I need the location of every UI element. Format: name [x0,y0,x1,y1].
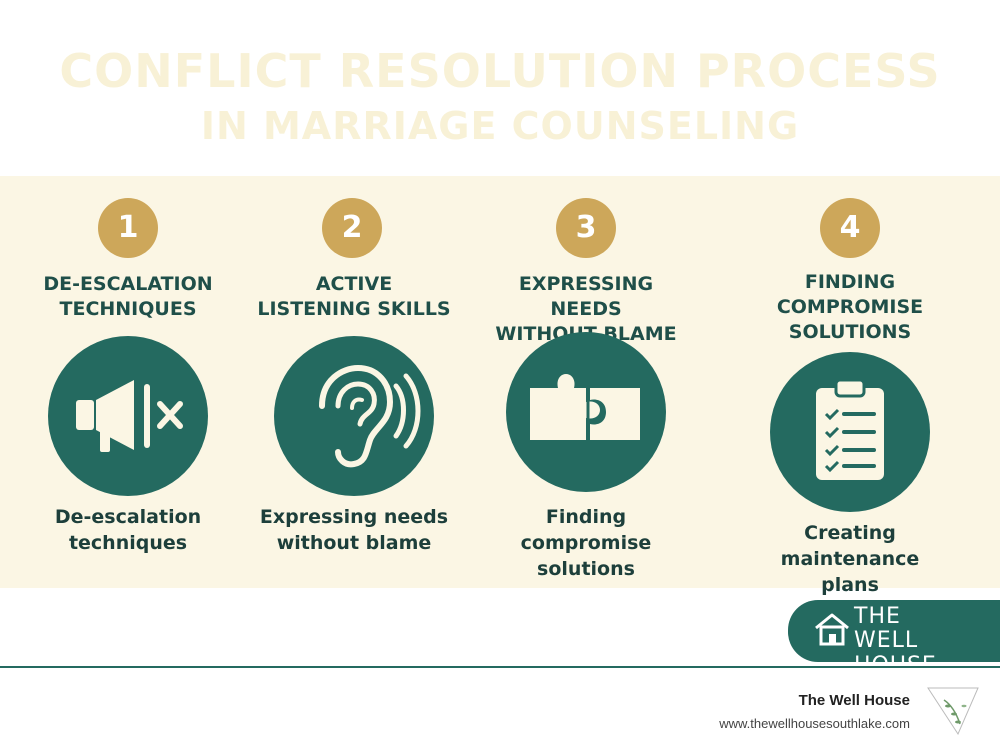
page-header: CONFLICT RESOLUTION PROCESS IN MARRIAGE … [0,0,1000,176]
step-description: Expressing needs without blame [259,506,449,554]
page-subtitle: IN MARRIAGE COUNSELING [200,104,800,148]
step-2: 2 ACTIVE LISTENING SKILLS Expressing nee… [254,176,454,588]
step-title: FINDING COMPROMISE SOLUTIONS [776,271,924,343]
footer-website-link[interactable]: www.thewellhousesouthlake.com [719,716,910,731]
step-description: De-escalation techniques [54,506,202,554]
step-number-badge: 2 [322,198,382,258]
megaphone-mute-icon [48,336,208,496]
step-number-badge: 4 [820,198,880,258]
house-icon [815,613,849,646]
puzzle-icon [506,332,666,492]
step-description: Finding compromise solutions [520,506,652,580]
brand-logo: THE WELL HOUSE [788,600,1000,678]
step-3: 3 EXPRESSING NEEDS WITHOUT BLAME Finding… [486,176,686,588]
clipboard-checklist-icon [770,352,930,512]
step-4: 4 FINDING COMPROMISE SOLUTIONS Creating … [750,176,950,596]
ear-icon [274,336,434,496]
footer-divider [0,666,1000,668]
step-number-badge: 3 [556,198,616,258]
the-well-house-leaf-logo [927,687,979,736]
footer-company-name: The Well House [798,692,910,709]
steps-panel: 1 DE-ESCALATION TECHNIQUES De-escalation… [0,176,1000,596]
step-number-badge: 1 [98,198,158,258]
brand-logo-line2: WELL HOUSE [854,628,937,678]
step-description: Creating maintenance plans [780,522,920,596]
brand-logo-line1: THE [854,604,901,629]
step-title: ACTIVE LISTENING SKILLS [257,273,451,320]
step-1: 1 DE-ESCALATION TECHNIQUES De-escalation… [28,176,228,588]
step-title: DE-ESCALATION TECHNIQUES [43,273,213,320]
page-title: CONFLICT RESOLUTION PROCESS [59,44,941,98]
